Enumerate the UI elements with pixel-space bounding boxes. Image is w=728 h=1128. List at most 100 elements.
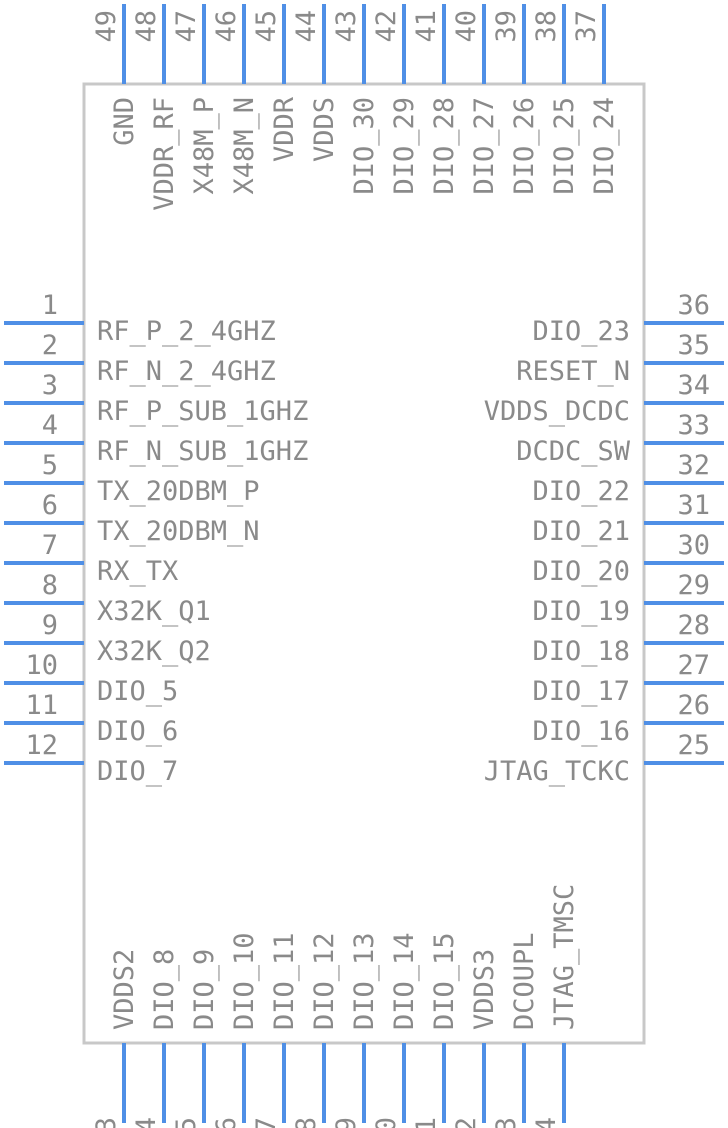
ic-body: [82, 82, 646, 1045]
pin-30-number: 30: [677, 530, 710, 561]
pin-5-number: 5: [42, 450, 58, 481]
pin-36-number: 36: [677, 290, 710, 321]
pin-label-rf-p-sub-1ghz: RF_P_SUB_1GHZ: [97, 396, 308, 427]
pin-label-dio-19: DIO_19: [532, 596, 630, 627]
pin-32-number: 32: [677, 450, 710, 481]
pin-label-dio-27: DIO_27: [469, 97, 500, 195]
pin-7-number: 7: [42, 530, 58, 561]
pin-label-dio-14: DIO_14: [389, 932, 420, 1030]
pin-6-number: 6: [42, 490, 58, 521]
pin-21-number: 21: [411, 1117, 442, 1128]
pin-label-vddr-rf: VDDR_RF: [149, 97, 180, 211]
pin-26-number: 26: [677, 690, 710, 721]
pin-11-number: 11: [25, 690, 58, 721]
pin-20-number: 20: [371, 1117, 402, 1128]
pin-label-dio-7: DIO_7: [97, 756, 178, 787]
pin-label-jtag-tckc: JTAG_TCKC: [484, 756, 630, 787]
pin-label-vdds3: VDDS3: [469, 949, 500, 1030]
pin-22-number: 22: [451, 1117, 482, 1128]
pin-label-gnd: GND: [109, 97, 140, 146]
pin-24-number: 24: [531, 1117, 562, 1128]
pin-31-number: 31: [677, 490, 710, 521]
pin-label-rf-n-sub-1ghz: RF_N_SUB_1GHZ: [97, 436, 308, 467]
pin-29-number: 29: [677, 570, 710, 601]
pin-44-number: 44: [291, 10, 322, 43]
pin-label-dio-26: DIO_26: [509, 97, 540, 195]
pin-label-vdds-dcdc: VDDS_DCDC: [484, 396, 630, 427]
pin-35-number: 35: [677, 330, 710, 361]
pin-label-dio-11: DIO_11: [269, 932, 300, 1030]
pin-label-dio-24: DIO_24: [589, 97, 620, 195]
pin-label-vdds: VDDS: [309, 97, 340, 162]
pin-label-dio-28: DIO_28: [429, 97, 460, 195]
pin-label-x48m-p: X48M_P: [189, 97, 220, 195]
pin-label-rf-n-2-4ghz: RF_N_2_4GHZ: [97, 356, 276, 387]
pin-label-rf-p-2-4ghz: RF_P_2_4GHZ: [97, 316, 276, 347]
pin-label-dio-25: DIO_25: [549, 97, 580, 195]
pin-49-number: 49: [91, 10, 122, 43]
pin-label-dio-29: DIO_29: [389, 97, 420, 195]
pin-34-number: 34: [677, 370, 710, 401]
pin-41-number: 41: [411, 10, 442, 43]
pin-label-dio-18: DIO_18: [532, 636, 630, 667]
pin-label-tx-20dbm-p: TX_20DBM_P: [97, 476, 260, 507]
pin-label-dio-5: DIO_5: [97, 676, 178, 707]
pin-10-number: 10: [25, 650, 58, 681]
pin-38-number: 38: [531, 10, 562, 43]
pin-label-x48m-n: X48M_N: [229, 97, 260, 195]
pin-27-number: 27: [677, 650, 710, 681]
pin-3-number: 3: [42, 370, 58, 401]
pin-label-dcoupl: DCOUPL: [509, 932, 540, 1030]
pin-label-dio-10: DIO_10: [229, 932, 260, 1030]
pin-label-dio-23: DIO_23: [532, 316, 630, 347]
pin-15-number: 15: [171, 1117, 202, 1128]
pin-12-number: 12: [25, 730, 58, 761]
pin-13-number: 13: [91, 1117, 122, 1128]
pin-label-dio-15: DIO_15: [429, 932, 460, 1030]
pin-39-number: 39: [491, 10, 522, 43]
pin-label-dio-22: DIO_22: [532, 476, 630, 507]
pin-25-number: 25: [677, 730, 710, 761]
pin-40-number: 40: [451, 10, 482, 43]
pin-18-number: 18: [291, 1117, 322, 1128]
pin-8-number: 8: [42, 570, 58, 601]
pin-46-number: 46: [211, 10, 242, 43]
pin-16-number: 16: [211, 1117, 242, 1128]
pin-label-vddr: VDDR: [269, 96, 300, 162]
pin-label-dio-30: DIO_30: [349, 97, 380, 195]
pin-43-number: 43: [331, 10, 362, 43]
pin-48-number: 48: [131, 10, 162, 43]
pin-label-tx-20dbm-n: TX_20DBM_N: [97, 516, 260, 547]
pin-label-rx-tx: RX_TX: [97, 556, 178, 587]
pin-19-number: 19: [331, 1117, 362, 1128]
pin-label-dio-16: DIO_16: [532, 716, 630, 747]
pin-28-number: 28: [677, 610, 710, 641]
pin-label-dio-13: DIO_13: [349, 932, 380, 1030]
pin-label-dio-20: DIO_20: [532, 556, 630, 587]
pin-label-reset-n: RESET_N: [516, 356, 630, 387]
pin-47-number: 47: [171, 10, 202, 43]
pin-label-dio-17: DIO_17: [532, 676, 630, 707]
pin-label-vdds2: VDDS2: [109, 949, 140, 1030]
pin-37-number: 37: [571, 10, 602, 43]
pin-45-number: 45: [251, 10, 282, 43]
pin-23-number: 23: [491, 1117, 522, 1128]
pin-label-x32k-q1: X32K_Q1: [97, 596, 211, 627]
pin-label-dcdc-sw: DCDC_SW: [516, 436, 631, 467]
pin-14-number: 14: [131, 1117, 162, 1128]
pin-17-number: 17: [251, 1117, 282, 1128]
pin-label-dio-8: DIO_8: [149, 949, 180, 1030]
pins-left-group: 1RF_P_2_4GHZ2RF_N_2_4GHZ3RF_P_SUB_1GHZ4R…: [4, 290, 308, 787]
pin-42-number: 42: [371, 10, 402, 43]
pin-1-number: 1: [42, 290, 58, 321]
pin-label-dio-21: DIO_21: [532, 516, 630, 547]
pin-33-number: 33: [677, 410, 710, 441]
pins-bottom-group: 13 VDDS2 14 DIO_8 15 DIO_9 16 DIO_10 17 DIO_11 18 D…: [91, 884, 580, 1128]
pin-2-number: 2: [42, 330, 58, 361]
pin-label-dio-9: DIO_9: [189, 949, 220, 1030]
pin-label-jtag-tmsc: JTAG_TMSC: [549, 884, 580, 1030]
pin-label-x32k-q2: X32K_Q2: [97, 636, 211, 667]
